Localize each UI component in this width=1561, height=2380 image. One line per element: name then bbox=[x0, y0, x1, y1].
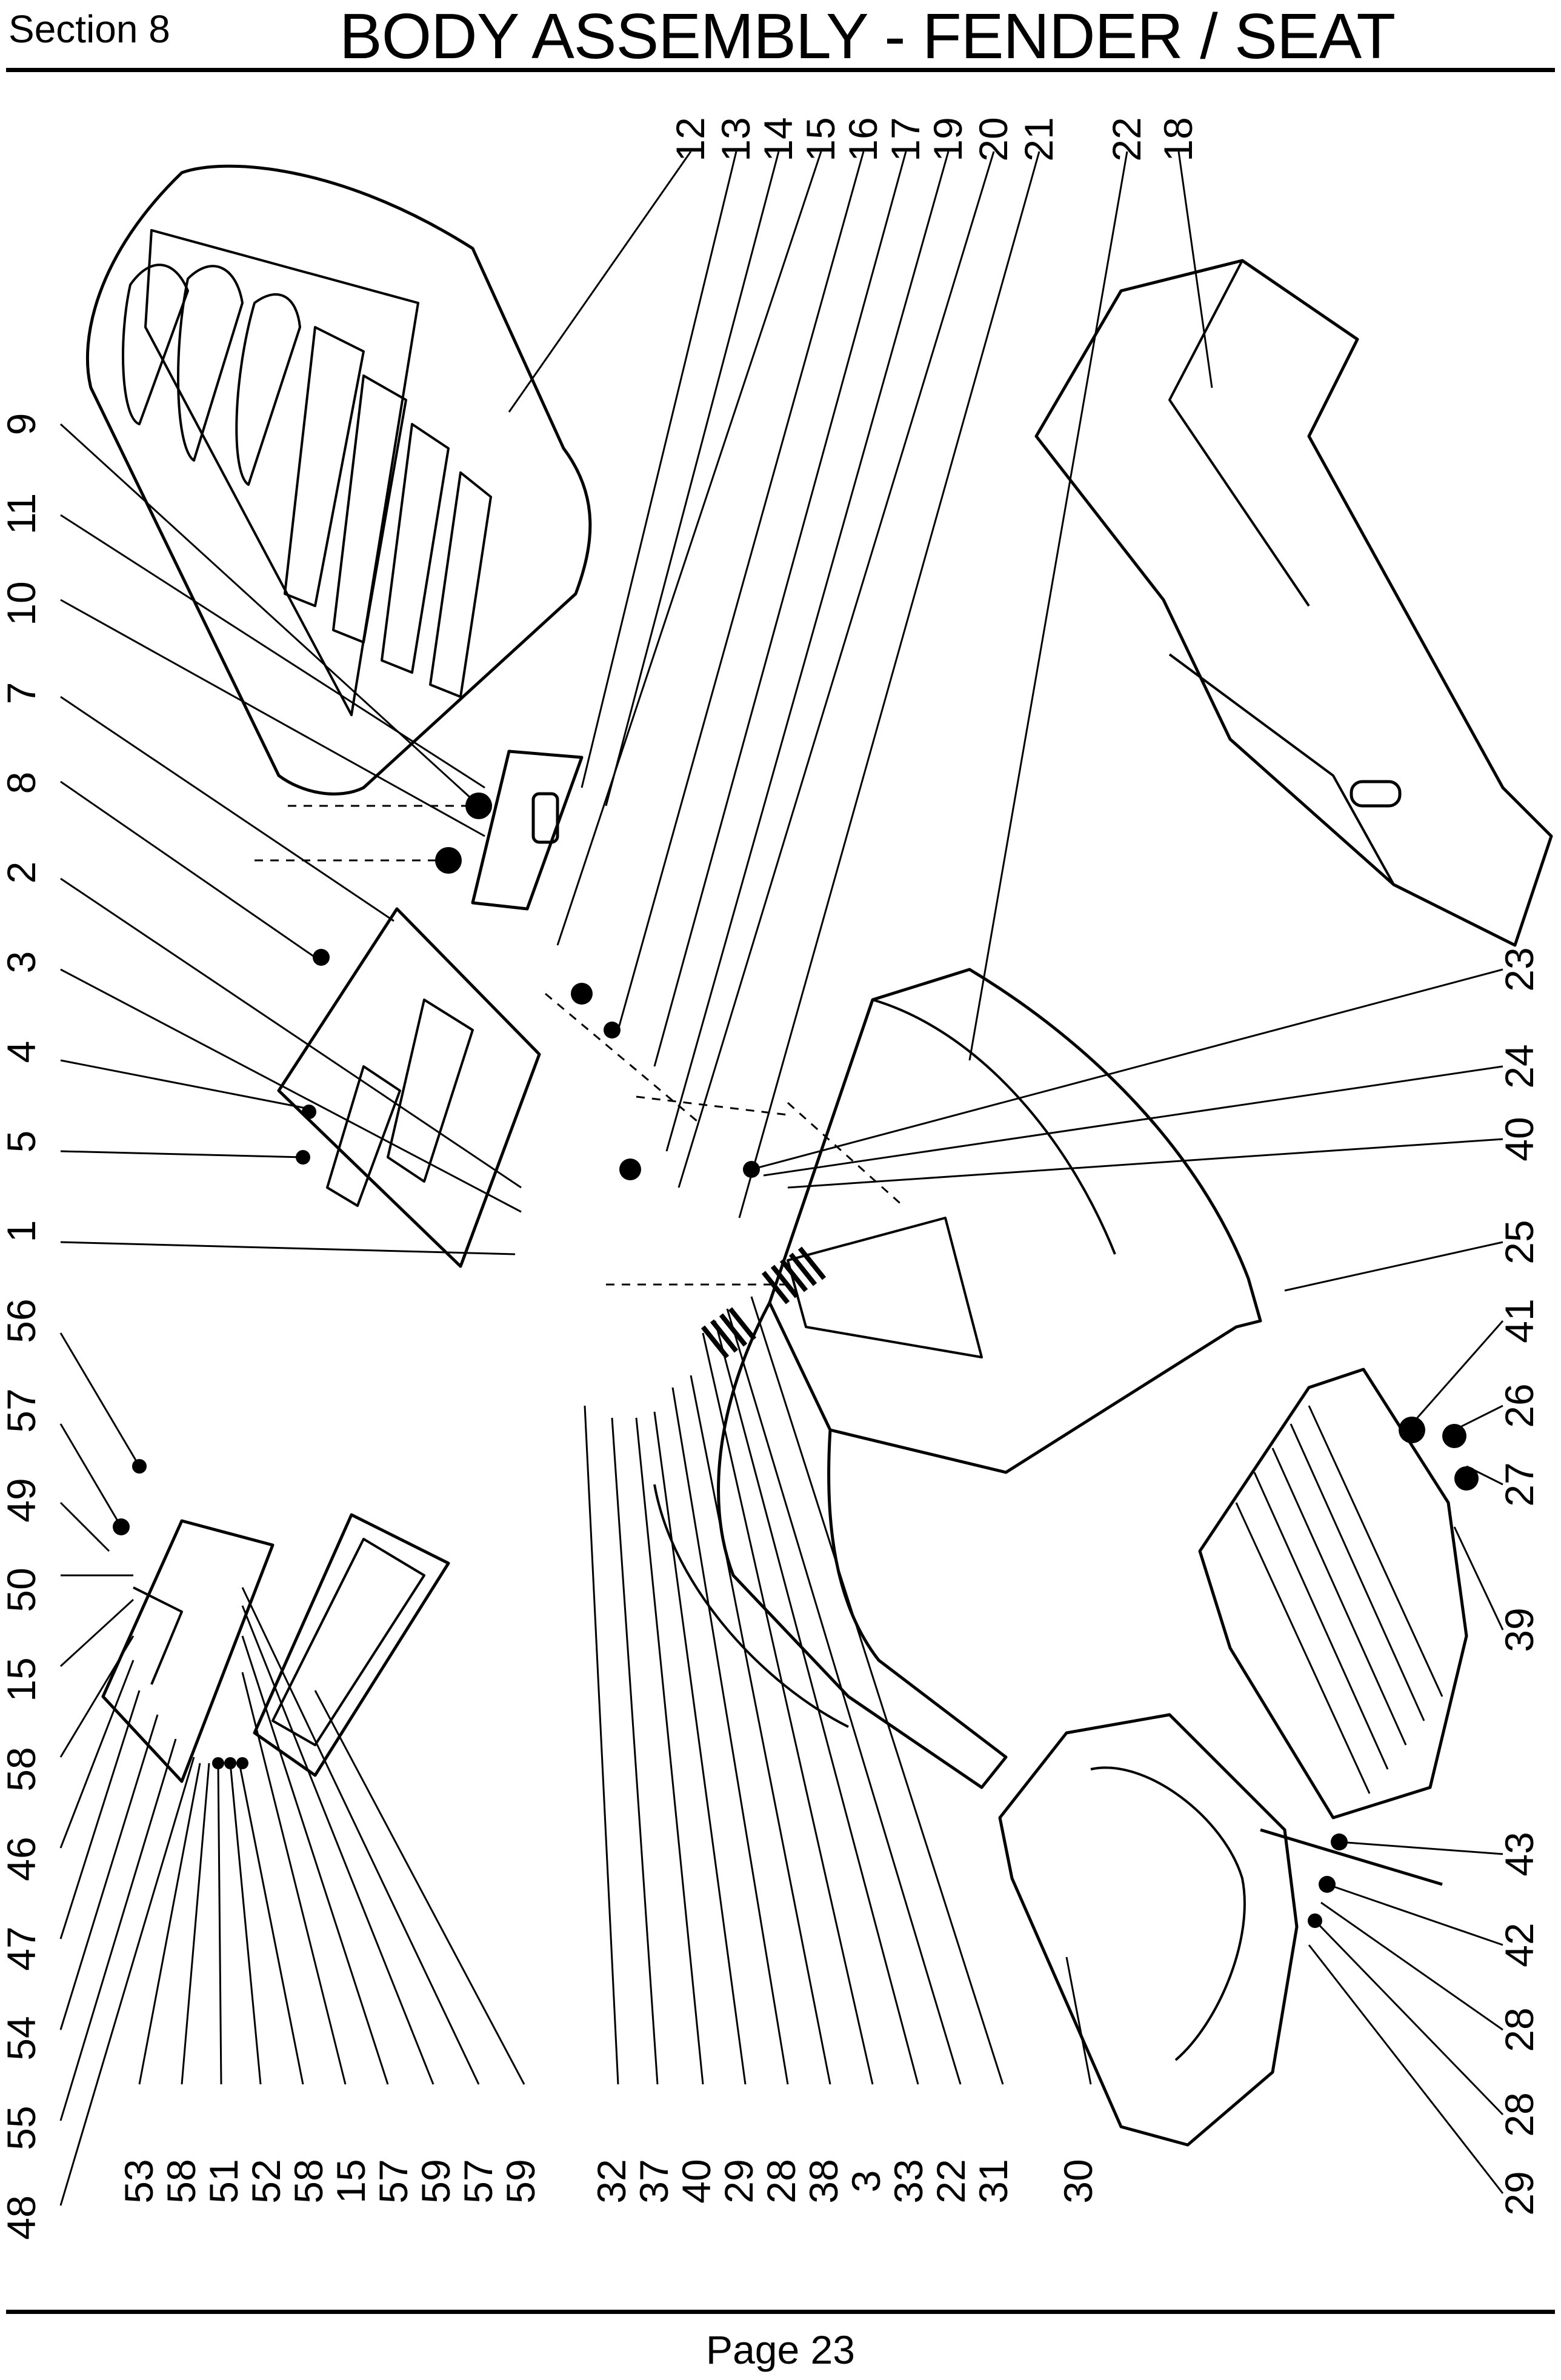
assembly-lines bbox=[255, 805, 904, 1286]
callout-16: 16 bbox=[840, 117, 885, 161]
callout-38: 38 bbox=[801, 2159, 846, 2203]
callout-3: 3 bbox=[0, 951, 44, 974]
rear-fender bbox=[998, 1713, 1443, 2147]
callout-57: 57 bbox=[371, 2159, 416, 2203]
tray bbox=[253, 1513, 450, 1777]
callout-56: 56 bbox=[0, 1298, 44, 1343]
callout-21: 21 bbox=[1016, 117, 1061, 161]
callout-3: 3 bbox=[844, 2170, 888, 2193]
control-plate bbox=[101, 1519, 275, 1783]
callout-53: 53 bbox=[116, 2159, 161, 2203]
callout-29: 29 bbox=[1497, 2171, 1542, 2215]
callout-20: 20 bbox=[971, 117, 1016, 161]
page-number: Page 23 bbox=[706, 2327, 855, 2372]
callout-10: 10 bbox=[0, 581, 44, 625]
callout-57: 57 bbox=[456, 2159, 501, 2203]
callout-52: 52 bbox=[244, 2159, 288, 2203]
callout-28: 28 bbox=[1497, 2092, 1542, 2136]
callout-50: 50 bbox=[0, 1567, 44, 1612]
callout-58: 58 bbox=[159, 2159, 204, 2203]
callout-4: 4 bbox=[0, 1041, 44, 1063]
callout-28: 28 bbox=[759, 2159, 804, 2203]
callout-11: 11 bbox=[0, 493, 44, 535]
callout-58: 58 bbox=[0, 1747, 44, 1791]
callout-57: 57 bbox=[0, 1388, 44, 1432]
callout-14: 14 bbox=[756, 117, 800, 161]
callout-49: 49 bbox=[0, 1478, 44, 1522]
callout-23: 23 bbox=[1497, 947, 1542, 991]
callout-33: 33 bbox=[886, 2159, 931, 2203]
callout-15: 15 bbox=[0, 1657, 44, 1701]
callout-58: 58 bbox=[286, 2159, 331, 2203]
callout-39: 39 bbox=[1497, 1607, 1542, 1652]
callout-1: 1 bbox=[0, 1220, 44, 1243]
callout-15: 15 bbox=[798, 117, 843, 161]
callout-46: 46 bbox=[0, 1837, 44, 1881]
seat-bracket bbox=[471, 750, 584, 911]
hardware bbox=[113, 793, 1479, 1928]
callout-28: 28 bbox=[1497, 2007, 1542, 2052]
callout-32: 32 bbox=[589, 2159, 634, 2203]
callout-5: 5 bbox=[0, 1131, 44, 1153]
running-board bbox=[1198, 1368, 1468, 1820]
seat-pan bbox=[277, 907, 541, 1268]
leader-lines bbox=[59, 151, 1504, 2206]
callout-29: 29 bbox=[716, 2159, 761, 2203]
callouts-left: 9 11 10 7 8 2 3 4 5 1 56 57 49 50 15 58 46 47 54 55 48 bbox=[0, 413, 44, 2240]
callout-40: 40 bbox=[674, 2159, 719, 2203]
callout-15: 15 bbox=[328, 2159, 373, 2203]
callout-13: 13 bbox=[713, 117, 758, 161]
callout-17: 17 bbox=[883, 117, 928, 161]
callout-42: 42 bbox=[1497, 1923, 1542, 1967]
callout-41: 41 bbox=[1497, 1298, 1542, 1343]
callout-2: 2 bbox=[0, 862, 44, 884]
header-rule bbox=[6, 68, 1555, 72]
callout-9: 9 bbox=[0, 413, 44, 436]
callout-48: 48 bbox=[0, 2195, 44, 2239]
callout-22: 22 bbox=[928, 2159, 973, 2203]
callout-8: 8 bbox=[0, 772, 44, 794]
callout-31: 31 bbox=[971, 2159, 1016, 2203]
footer-rule bbox=[6, 2310, 1555, 2314]
callout-59: 59 bbox=[413, 2159, 458, 2203]
springs bbox=[701, 1246, 827, 1359]
callout-7: 7 bbox=[0, 682, 44, 705]
callout-54: 54 bbox=[0, 2016, 44, 2060]
callouts-right: 23 24 40 25 41 26 27 39 43 42 28 28 29 bbox=[1497, 947, 1542, 2215]
callout-12: 12 bbox=[668, 117, 713, 161]
callout-47: 47 bbox=[0, 1926, 44, 1970]
fender bbox=[653, 968, 1262, 1789]
callout-40: 40 bbox=[1497, 1117, 1542, 1161]
callout-30: 30 bbox=[1056, 2159, 1100, 2203]
frame-assembly bbox=[1034, 259, 1553, 947]
callout-43: 43 bbox=[1497, 1832, 1542, 1876]
callout-51: 51 bbox=[201, 2159, 246, 2203]
page-title: BODY ASSEMBLY - FENDER / SEAT bbox=[339, 1, 1396, 72]
seat-cushion bbox=[85, 164, 592, 796]
callout-59: 59 bbox=[498, 2159, 543, 2203]
callout-24: 24 bbox=[1497, 1044, 1542, 1088]
callout-55: 55 bbox=[0, 2106, 44, 2150]
callout-25: 25 bbox=[1497, 1220, 1542, 1264]
callout-18: 18 bbox=[1156, 117, 1200, 161]
callout-27: 27 bbox=[1497, 1462, 1542, 1506]
callout-26: 26 bbox=[1497, 1383, 1542, 1428]
callout-37: 37 bbox=[631, 2159, 676, 2203]
section-label: Section 8 bbox=[8, 7, 170, 51]
callout-19: 19 bbox=[925, 117, 970, 161]
callout-22: 22 bbox=[1104, 117, 1149, 161]
